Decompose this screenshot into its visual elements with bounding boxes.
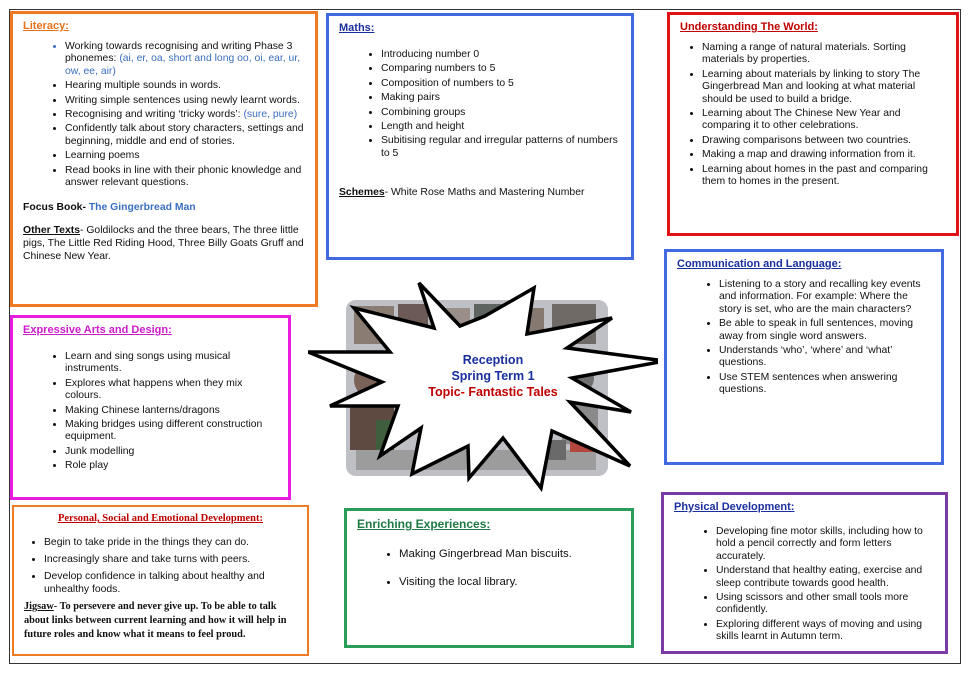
list-item: Making pairs — [381, 91, 621, 104]
list-item: Listening to a story and recalling key e… — [719, 278, 931, 316]
list-item: Writing simple sentences using newly lea… — [65, 94, 305, 107]
literacy-panel: Literacy: Working towards recognising an… — [10, 11, 318, 307]
list-item: Learn and sing songs using musical instr… — [65, 350, 278, 376]
understanding-world-list: Naming a range of natural materials. Sor… — [680, 41, 946, 188]
list-item: Comparing numbers to 5 — [381, 62, 621, 75]
list-item: Learning about homes in the past and com… — [702, 163, 946, 189]
list-item: Making bridges using different construct… — [65, 418, 278, 444]
list-item: Learning poems — [65, 149, 305, 162]
list-item: Be able to speak in full sentences, movi… — [719, 317, 931, 343]
list-item: Making a map and drawing information fro… — [702, 148, 946, 161]
list-item: Making Chinese lanterns/dragons — [65, 404, 278, 417]
jigsaw-text: Jigsaw- To persevere and never give up. … — [24, 601, 287, 640]
list-item: Working towards recognising and writing … — [65, 40, 305, 78]
list-item: Learning about The Chinese New Year and … — [702, 107, 946, 133]
literacy-list: Working towards recognising and writing … — [23, 40, 305, 189]
list-item: Develop confidence in talking about heal… — [44, 570, 297, 596]
other-texts: Other Texts- Goldilocks and the three be… — [23, 225, 304, 263]
understanding-world-panel: Understanding The World: Naming a range … — [667, 12, 959, 236]
communication-panel: Communication and Language: Listening to… — [664, 249, 944, 465]
enriching-panel: Enriching Experiences: Making Gingerbrea… — [344, 508, 634, 648]
list-item: Introducing number 0 — [381, 48, 621, 61]
list-item: Use STEM sentences when answering questi… — [719, 371, 931, 397]
starburst-shape — [308, 281, 658, 493]
list-item: Role play — [65, 459, 278, 472]
maths-list: Introducing number 0 Comparing numbers t… — [339, 48, 621, 160]
list-item: Using scissors and other small tools mor… — [716, 591, 935, 617]
expressive-arts-title: Expressive Arts and Design: — [23, 324, 172, 336]
list-item: Understand that healthy eating, exercise… — [716, 564, 935, 590]
list-item: Recognising and writing ‘tricky words’: … — [65, 108, 305, 121]
page-border — [9, 9, 961, 664]
list-item: Visiting the local library. — [399, 575, 621, 589]
understanding-world-title: Understanding The World: — [680, 21, 818, 33]
expressive-arts-panel: Expressive Arts and Design: Learn and si… — [10, 315, 291, 500]
list-item: Drawing comparisons between two countrie… — [702, 134, 946, 147]
list-item: Developing fine motor skills, including … — [716, 525, 935, 563]
list-item: Making Gingerbread Man biscuits. — [399, 547, 621, 561]
enriching-list: Making Gingerbread Man biscuits. Visitin… — [357, 547, 621, 589]
enriching-title: Enriching Experiences: — [357, 517, 491, 531]
term-label: Spring Term 1 — [451, 369, 535, 383]
list-item: Naming a range of natural materials. Sor… — [702, 41, 946, 67]
maths-title: Maths: — [339, 22, 375, 34]
list-item: Composition of numbers to 5 — [381, 77, 621, 90]
communication-title: Communication and Language: — [677, 258, 842, 270]
maths-panel: Maths: Introducing number 0 Comparing nu… — [326, 13, 634, 260]
list-item: Understands ‘who’, ‘where’ and ‘what’ qu… — [719, 344, 931, 370]
psed-panel: Personal, Social and Emotional Developme… — [12, 505, 309, 656]
list-item: Begin to take pride in the things they c… — [44, 536, 297, 549]
list-item: Combining groups — [381, 106, 621, 119]
topic-label: Topic- Fantastic Tales — [428, 385, 558, 399]
list-item: Subitising regular and irregular pattern… — [381, 134, 621, 160]
psed-title: Personal, Social and Emotional Developme… — [57, 513, 264, 524]
list-item: Explores what happens when they mix colo… — [65, 377, 278, 403]
physical-panel: Physical Development: Developing fine mo… — [661, 492, 948, 654]
list-item: Length and height — [381, 120, 621, 133]
literacy-title: Literacy: — [23, 20, 69, 32]
list-item: Hearing multiple sounds in words. — [65, 79, 305, 92]
list-item: Increasingly share and take turns with p… — [44, 553, 297, 566]
reception-label: Reception — [462, 353, 524, 367]
topic-title: Reception Spring Term 1 Topic- Fantastic… — [378, 352, 608, 400]
list-item: Learning about materials by linking to s… — [702, 68, 946, 106]
list-item: Read books in line with their phonic kno… — [65, 164, 305, 190]
communication-list: Listening to a story and recalling key e… — [677, 278, 931, 397]
list-item: Junk modelling — [65, 445, 278, 458]
physical-list: Developing fine motor skills, including … — [674, 525, 935, 644]
schemes: Schemes- White Rose Maths and Mastering … — [339, 187, 585, 199]
expressive-arts-list: Learn and sing songs using musical instr… — [23, 350, 278, 473]
list-item: Confidently talk about story characters,… — [65, 122, 305, 148]
psed-list: Begin to take pride in the things they c… — [24, 536, 297, 596]
physical-title: Physical Development: — [674, 501, 795, 513]
focus-book: Focus Book- The Gingerbread Man — [23, 202, 196, 214]
topic-graphic: Reception Spring Term 1 Topic- Fantastic… — [308, 278, 658, 496]
list-item: Exploring different ways of moving and u… — [716, 618, 935, 644]
